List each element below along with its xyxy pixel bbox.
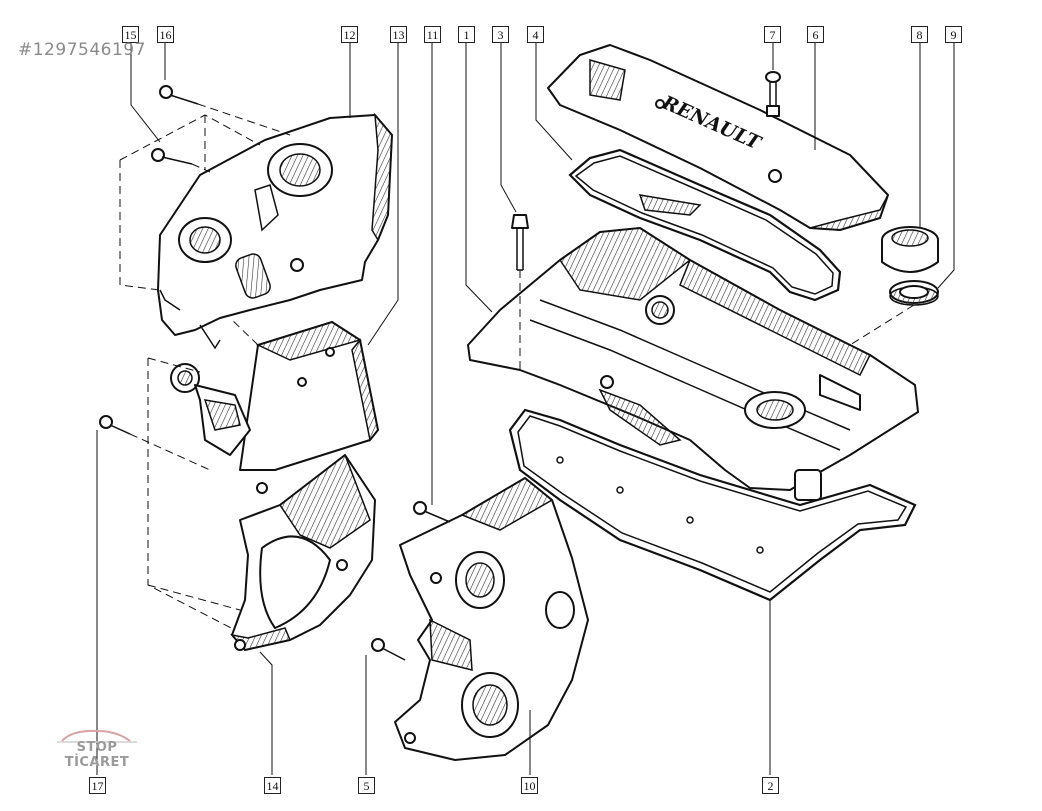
engine-top-cover: RENAULT	[547, 44, 889, 231]
leader-lines	[96, 43, 955, 775]
callout-17: 17	[89, 777, 106, 794]
oil-filler-cap	[881, 226, 939, 273]
callout-13: 13	[390, 26, 407, 43]
callout-11: 11	[424, 26, 441, 43]
lower-timing-cover	[230, 453, 376, 651]
callout-16: 16	[157, 26, 174, 43]
belt-tensioner	[170, 363, 251, 456]
rocker-cover-gasket	[508, 408, 917, 602]
upper-timing-cover	[157, 112, 393, 350]
callout-12: 12	[341, 26, 358, 43]
bolt-5	[371, 638, 406, 661]
car-silhouette-icon	[57, 729, 137, 743]
callout-8: 8	[911, 26, 928, 43]
callout-15: 15	[122, 26, 139, 43]
callout-4: 4	[527, 26, 544, 43]
stop-ticaret-logo: STOP TİCARET	[42, 728, 152, 770]
callout-7: 7	[764, 26, 781, 43]
bolt-16	[159, 85, 291, 136]
bolt-7	[765, 71, 781, 117]
callout-5: 5	[358, 777, 375, 794]
inner-timing-plate	[229, 317, 379, 494]
bolt-3	[511, 214, 529, 370]
bolt-11	[413, 501, 451, 523]
callout-1: 1	[458, 26, 475, 43]
callout-6: 6	[807, 26, 824, 43]
callout-3: 3	[492, 26, 509, 43]
stock-id-watermark: #1297546197	[18, 40, 146, 60]
cover-gasket	[568, 148, 842, 302]
cylinder-head-cover	[467, 227, 919, 501]
callout-2: 2	[762, 777, 779, 794]
callout-14: 14	[264, 777, 281, 794]
logo-text: STOP TİCARET	[64, 740, 130, 770]
cap-seal-ring	[889, 280, 939, 306]
callout-10: 10	[521, 777, 538, 794]
bolt-17	[99, 415, 211, 471]
callout-9: 9	[945, 26, 962, 43]
engine-mount-bracket	[394, 477, 589, 761]
bolt-15	[151, 148, 211, 173]
